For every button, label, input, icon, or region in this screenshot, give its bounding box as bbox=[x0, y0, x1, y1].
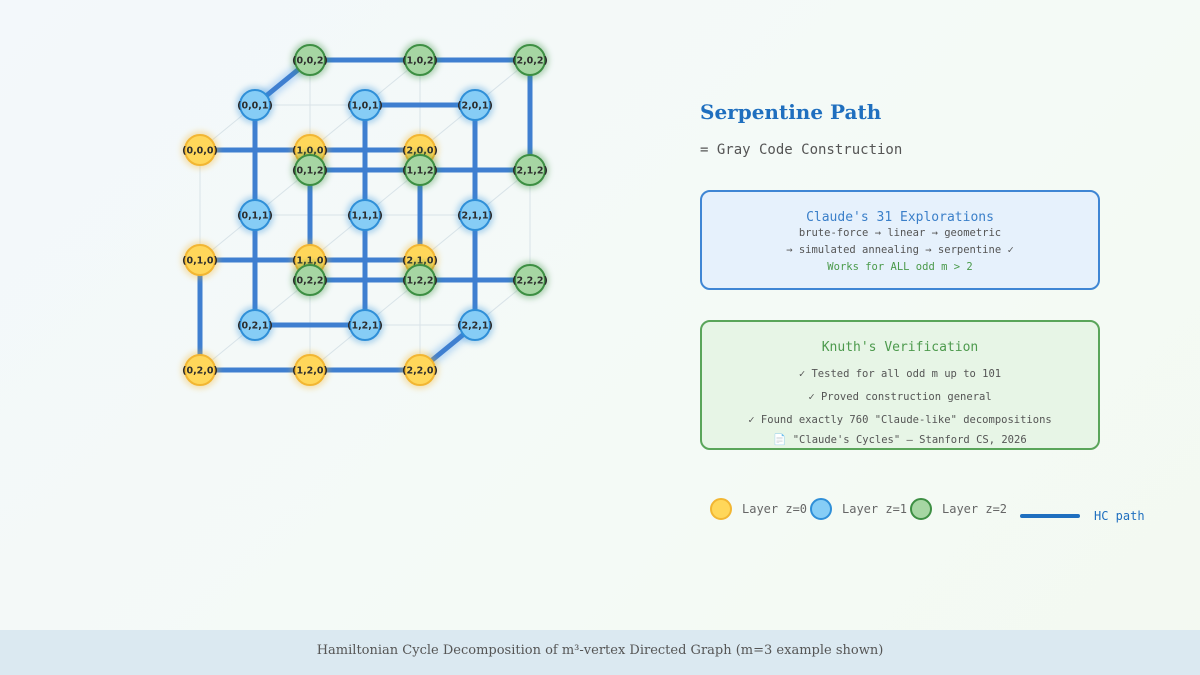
node-circle bbox=[294, 354, 326, 386]
node-circle bbox=[514, 44, 546, 76]
verification-line-2: ✓ Proved construction general bbox=[808, 391, 992, 403]
diagram-title: Serpentine Path bbox=[700, 100, 882, 124]
node-label: (2,2,2) bbox=[512, 276, 548, 287]
graph-node: (2,0,2) bbox=[511, 41, 549, 79]
node-label: (0,2,1) bbox=[237, 321, 273, 332]
verification-heading: Knuth's Verification bbox=[821, 340, 979, 355]
node-circle bbox=[349, 309, 381, 341]
graph-node: (0,1,2) bbox=[291, 151, 329, 189]
node-label: (1,0,2) bbox=[402, 56, 438, 67]
legend-layer-1: Layer z=1 bbox=[810, 498, 907, 520]
graph-node: (2,0,1) bbox=[456, 86, 494, 124]
node-circle bbox=[349, 199, 381, 231]
node-circle bbox=[239, 199, 271, 231]
node-circle bbox=[239, 309, 271, 341]
graph-node: (1,1,2) bbox=[401, 151, 439, 189]
node-circle bbox=[184, 354, 216, 386]
graph-nodes: (0,0,0)(1,0,0)(2,0,0)(0,1,0)(1,1,0)(2,1,… bbox=[181, 41, 549, 389]
node-label: (0,0,2) bbox=[292, 56, 328, 67]
node-circle bbox=[514, 264, 546, 296]
node-label: (0,2,2) bbox=[292, 276, 328, 287]
diagram-subtitle: = Gray Code Construction bbox=[700, 142, 903, 158]
graph-node: (0,0,1) bbox=[236, 86, 274, 124]
legend-layer-2-label: Layer z=2 bbox=[942, 502, 1008, 516]
node-label: (2,1,2) bbox=[512, 166, 548, 177]
node-circle bbox=[184, 134, 216, 166]
node-label: (2,0,1) bbox=[457, 101, 493, 112]
hc-path-swatch bbox=[1020, 514, 1080, 518]
node-label: (0,1,1) bbox=[237, 211, 273, 222]
node-label: (0,0,1) bbox=[237, 101, 273, 112]
node-circle bbox=[294, 44, 326, 76]
legend-layer-2: Layer z=2 bbox=[910, 498, 1007, 520]
graph-node: (1,1,1) bbox=[346, 196, 384, 234]
legend-hc-path-label: HC path bbox=[1094, 509, 1145, 523]
node-circle bbox=[404, 264, 436, 296]
node-label: (2,0,2) bbox=[512, 56, 548, 67]
graph-node: (0,0,0) bbox=[181, 131, 219, 169]
explorations-card: Claude's 31 Explorations brute-force → l… bbox=[700, 190, 1100, 290]
verification-line-4: 📄 "Claude's Cycles" — Stanford CS, 2026 bbox=[773, 434, 1027, 446]
graph-node: (2,1,1) bbox=[456, 196, 494, 234]
node-circle bbox=[459, 199, 491, 231]
node-label: (1,2,1) bbox=[347, 321, 383, 332]
legend-layer-0-label: Layer z=0 bbox=[742, 502, 808, 516]
graph-node: (0,0,2) bbox=[291, 41, 329, 79]
node-circle bbox=[459, 89, 491, 121]
graph-node: (2,2,2) bbox=[511, 261, 549, 299]
graph-node: (0,1,1) bbox=[236, 196, 274, 234]
legend-layer-0: Layer z=0 bbox=[710, 498, 807, 520]
graph-node: (1,2,0) bbox=[291, 351, 329, 389]
node-circle bbox=[404, 354, 436, 386]
node-label: (2,2,0) bbox=[402, 366, 438, 377]
legend: Layer z=0 Layer z=1 Layer z=2 HC path bbox=[700, 498, 1160, 524]
node-label: (2,2,1) bbox=[457, 321, 493, 332]
node-label: (2,1,1) bbox=[457, 211, 493, 222]
graph-node: (2,2,1) bbox=[456, 306, 494, 344]
node-label: (0,0,0) bbox=[182, 146, 218, 157]
explorations-line-3: Works for ALL odd m > 2 bbox=[827, 261, 973, 273]
layer-0-swatch bbox=[710, 498, 732, 520]
graph-node: (1,2,2) bbox=[401, 261, 439, 299]
node-circle bbox=[184, 244, 216, 276]
node-circle bbox=[294, 264, 326, 296]
node-label: (1,1,1) bbox=[347, 211, 383, 222]
graph-node: (1,0,2) bbox=[401, 41, 439, 79]
node-circle bbox=[294, 154, 326, 186]
graph-node: (2,1,2) bbox=[511, 151, 549, 189]
graph-node: (0,2,2) bbox=[291, 261, 329, 299]
node-label: (0,1,0) bbox=[182, 256, 218, 267]
node-circle bbox=[349, 89, 381, 121]
hamiltonian-cycle-graph: (0,0,0)(1,0,0)(2,0,0)(0,1,0)(1,1,0)(2,1,… bbox=[181, 41, 549, 389]
node-label: (1,2,0) bbox=[292, 366, 328, 377]
legend-layer-1-label: Layer z=1 bbox=[842, 502, 908, 516]
graph-node: (1,2,1) bbox=[346, 306, 384, 344]
verification-card: Knuth's Verification ✓ Tested for all od… bbox=[700, 320, 1100, 450]
layer-2-swatch bbox=[910, 498, 932, 520]
graph-node: (0,1,0) bbox=[181, 241, 219, 279]
graph-node: (1,0,1) bbox=[346, 86, 384, 124]
node-label: (1,2,2) bbox=[402, 276, 438, 287]
legend-hc-path: HC path bbox=[1020, 509, 1145, 523]
graph-node: (2,2,0) bbox=[401, 351, 439, 389]
node-circle bbox=[404, 44, 436, 76]
node-circle bbox=[239, 89, 271, 121]
explorations-line-2: → simulated annealing → serpentine ✓ bbox=[786, 244, 1014, 256]
verification-line-1: ✓ Tested for all odd m up to 101 bbox=[798, 368, 1002, 380]
node-label: (1,0,1) bbox=[347, 101, 383, 112]
node-label: (0,2,0) bbox=[182, 366, 218, 377]
explorations-heading: Claude's 31 Explorations bbox=[806, 210, 994, 225]
node-circle bbox=[514, 154, 546, 186]
node-label: (0,1,2) bbox=[292, 166, 328, 177]
node-label: (1,1,2) bbox=[402, 166, 438, 177]
graph-node: (0,2,0) bbox=[181, 351, 219, 389]
node-circle bbox=[404, 154, 436, 186]
footer-caption: Hamiltonian Cycle Decomposition of m³-ve… bbox=[0, 630, 1200, 675]
node-circle bbox=[459, 309, 491, 341]
explorations-line-1: brute-force → linear → geometric bbox=[798, 227, 1002, 239]
graph-node: (0,2,1) bbox=[236, 306, 274, 344]
verification-line-3: ✓ Found exactly 760 "Claude-like" decomp… bbox=[748, 414, 1052, 426]
layer-1-swatch bbox=[810, 498, 832, 520]
